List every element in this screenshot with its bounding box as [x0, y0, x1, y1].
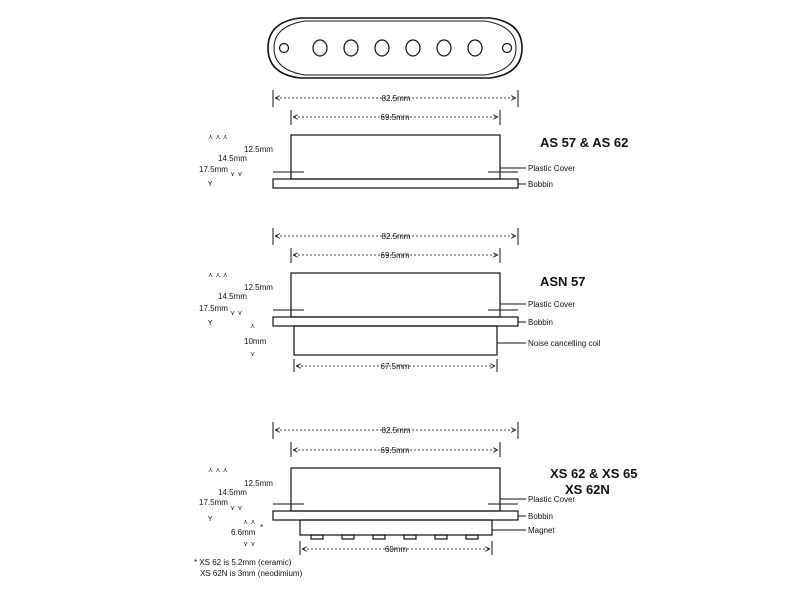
tick-magnet-top: ⋏ ⋏: [243, 518, 255, 526]
section-as57-as62: 82.5mm 69.5mm AS 57 & AS 62 Plastic Cove…: [199, 90, 628, 189]
pickup-top-inner-outline: [273, 20, 517, 76]
section-title-line2: XS 62N: [565, 482, 610, 497]
width-inner-label: 69.5mm: [381, 113, 410, 122]
callout-bobbin: Bobbin: [528, 180, 553, 189]
pickup-top-outline: [267, 17, 523, 79]
height-coil-label: 10mm: [244, 337, 267, 346]
height-a-label: 12.5mm: [244, 283, 273, 292]
height-magnet-label: 6.6mm: [231, 528, 256, 537]
section-title: AS 57 & AS 62: [540, 135, 628, 150]
plastic-cover-shape: [290, 467, 501, 512]
tick-bottom-b: ⋎ ⋎: [230, 504, 242, 512]
pole-piece: [467, 39, 483, 57]
magnet-pole-piece: [434, 534, 448, 540]
width-inner-label: 69.5mm: [381, 251, 410, 260]
height-c-label: 17.5mm: [199, 165, 228, 174]
width-inner-label: 69.5mm: [381, 446, 410, 455]
width-outer-label: 82.5mm: [382, 94, 411, 103]
section-xs62-xs65: 82.5mm 69.5mm XS 62 & XS 65 XS 62N Plast…: [199, 422, 637, 555]
bobbin-shape: [272, 510, 519, 521]
plastic-cover-shape: [290, 134, 501, 180]
height-c-label: 17.5mm: [199, 304, 228, 313]
tick-magnet-bottom: ⋎ ⋎: [243, 540, 255, 548]
callout-bobbin: Bobbin: [528, 512, 553, 521]
height-b-label: 14.5mm: [218, 292, 247, 301]
callout-magnet: Magnet: [528, 526, 555, 535]
pole-piece: [312, 39, 328, 57]
magnet-pole-pieces: [310, 534, 479, 540]
tick-bottom-c: Y: [207, 515, 213, 523]
callout-plastic-cover: Plastic Cover: [528, 300, 575, 309]
magnet-pole-piece: [341, 534, 355, 540]
footnote-star: *: [260, 523, 263, 532]
top-view-pickup: [267, 17, 523, 79]
pole-piece: [374, 39, 390, 57]
bobbin-shape: [272, 178, 519, 189]
footnote-line2: XS 62N is 3mm (neodimium): [200, 569, 303, 578]
width-magnet-label: 60mm: [385, 545, 408, 554]
tick-coil-bottom: ⋎: [250, 350, 255, 358]
noise-cancelling-coil-shape: [293, 325, 498, 356]
height-b-label: 14.5mm: [218, 488, 247, 497]
width-outer-label: 82.5mm: [382, 232, 411, 241]
section-title-line1: XS 62 & XS 65: [550, 466, 637, 481]
pole-piece: [405, 39, 421, 57]
tick-top: ⋏ ⋏ ⋏: [208, 133, 228, 141]
callout-noise-cancelling-coil: Noise cancelling coil: [528, 339, 601, 348]
width-outer-label: 82.5mm: [382, 426, 411, 435]
pole-piece: [343, 39, 359, 57]
magnet-pole-piece: [372, 534, 386, 540]
section-asn57: 82.5mm 69.5mm ASN 57 Plastic Cover Bobbi…: [199, 228, 601, 372]
magnet-pole-piece: [403, 534, 417, 540]
magnet-pole-piece: [310, 534, 324, 540]
footnote-line1: * XS 62 is 5.2mm (ceramic): [194, 558, 292, 567]
height-a-label: 12.5mm: [244, 145, 273, 154]
mount-hole-left: [278, 42, 290, 54]
tick-top: ⋏ ⋏ ⋏: [208, 271, 228, 279]
magnet-shape: [299, 519, 493, 536]
footnote: * XS 62 is 5.2mm (ceramic) XS 62N is 3mm…: [194, 558, 303, 578]
tick-bottom-c: Y: [207, 319, 213, 327]
width-coil-label: 67.5mm: [381, 362, 410, 371]
tick-bottom-b: ⋎ ⋎: [230, 170, 242, 178]
section-title: ASN 57: [540, 274, 586, 289]
height-c-label: 17.5mm: [199, 498, 228, 507]
tick-top: ⋏ ⋏ ⋏: [208, 466, 228, 474]
mount-hole-right: [501, 42, 513, 54]
callout-plastic-cover: Plastic Cover: [528, 164, 575, 173]
height-b-label: 14.5mm: [218, 154, 247, 163]
tick-bottom-b: ⋎ ⋎: [230, 309, 242, 317]
pole-piece: [436, 39, 452, 57]
plastic-cover-shape: [290, 272, 501, 318]
pole-pieces: [312, 39, 483, 57]
magnet-pole-piece: [465, 534, 479, 540]
tick-coil-top: ⋏: [250, 322, 255, 330]
height-a-label: 12.5mm: [244, 479, 273, 488]
callout-bobbin: Bobbin: [528, 318, 553, 327]
bobbin-shape: [272, 316, 519, 327]
tick-bottom-c: Y: [207, 180, 213, 188]
callout-plastic-cover: Plastic Cover: [528, 495, 575, 504]
